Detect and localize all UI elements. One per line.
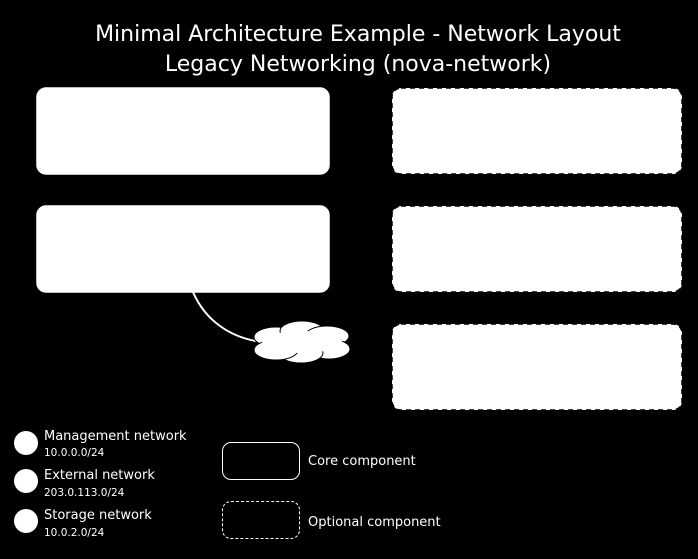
external-network-label: External network <box>44 468 155 483</box>
optional-node-2 <box>391 205 683 293</box>
title-line-2: Legacy Networking (nova-network) <box>164 52 552 77</box>
internet-cloud-icon <box>253 320 351 364</box>
external-link-line <box>192 291 263 343</box>
core-node-2 <box>36 205 330 293</box>
optional-component-label: Optional component <box>308 515 441 530</box>
external-network-dot <box>14 469 38 493</box>
management-network-label: Management network <box>44 429 187 444</box>
storage-network-label: Storage network <box>44 508 152 523</box>
storage-network-cidr: 10.0.2.0/24 <box>44 527 105 539</box>
storage-network-dot <box>14 509 38 533</box>
optional-node-1 <box>391 87 683 175</box>
core-component-swatch <box>222 442 300 480</box>
core-node-1 <box>36 87 330 175</box>
external-network-cidr: 203.0.113.0/24 <box>44 487 125 499</box>
management-network-dot <box>14 431 38 455</box>
optional-component-swatch <box>222 501 300 539</box>
management-network-cidr: 10.0.0.0/24 <box>44 447 105 459</box>
diagram-title: Minimal Architecture Example - Network L… <box>0 20 698 80</box>
title-line-1: Minimal Architecture Example - Network L… <box>95 22 621 47</box>
optional-node-3 <box>391 323 683 411</box>
core-component-label: Core component <box>308 454 416 469</box>
